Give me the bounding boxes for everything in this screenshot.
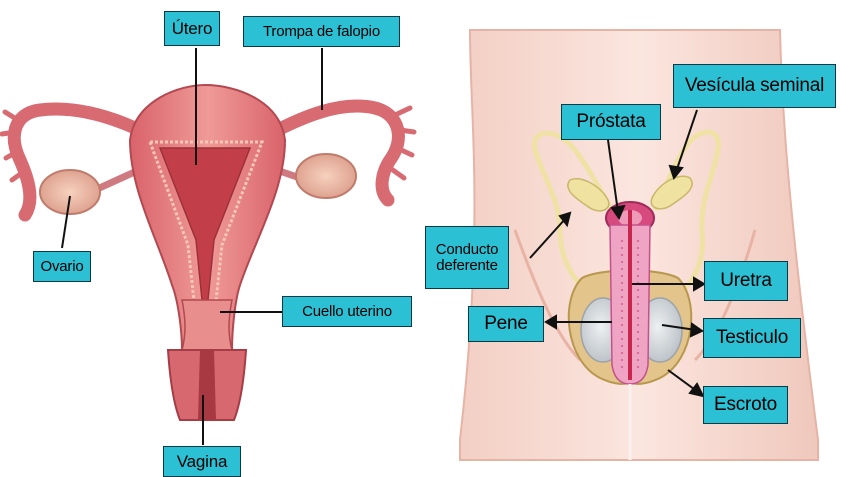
label-testiculo: Testiculo [703,318,801,358]
label-cuello-uterino: Cuello uterino [282,296,412,327]
right-ovary [296,154,356,198]
label-uretra: Uretra [704,261,788,301]
label-ovario: Ovario [33,251,91,282]
label-conducto-deferente: Conducto deferente [425,226,509,289]
label-vesicula-seminal: Vesícula seminal [673,64,836,108]
label-prostata: Próstata [561,104,661,140]
label-pene: Pene [468,306,544,342]
vaginal-canal [198,350,216,420]
label-conducto-line1: Conducto [436,242,499,258]
label-conducto-line2: deferente [436,258,498,274]
cervix [182,300,232,350]
label-vagina: Vagina [163,446,241,477]
label-trompa-de-falopio: Trompa de falopio [243,16,400,47]
label-escroto: Escroto [703,386,788,424]
label-utero: Útero [164,11,220,46]
left-ovary [40,170,100,214]
